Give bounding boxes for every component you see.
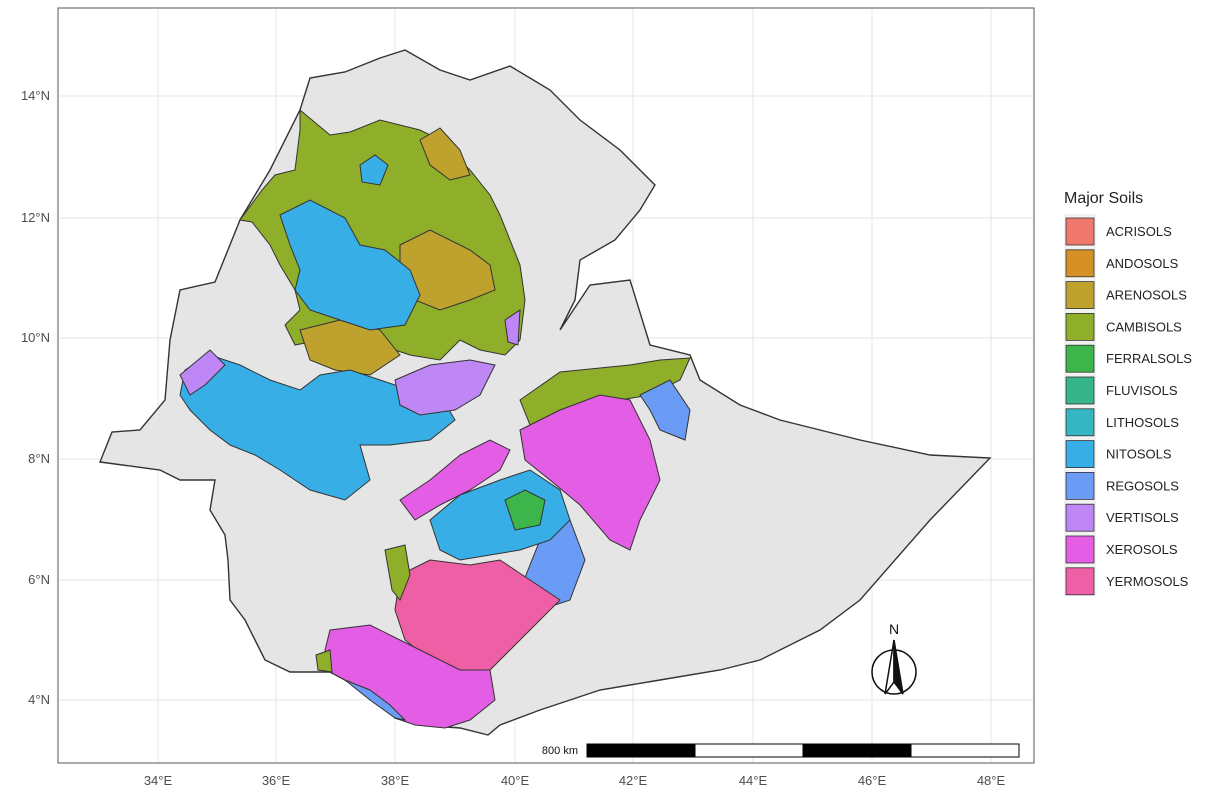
- x-tick-label: 42°E: [619, 773, 648, 788]
- legend-swatch-lithosols: [1065, 408, 1095, 437]
- y-tick-label: 4°N: [28, 692, 50, 707]
- x-tick-label: 38°E: [381, 773, 410, 788]
- y-tick-label: 12°N: [21, 210, 50, 225]
- nitosols-small: [359, 154, 389, 186]
- nitosols-south: [429, 469, 571, 561]
- legend-label-ferralsols: FERRALSOLS: [1106, 351, 1192, 366]
- legend-label-vertisols: VERTISOLS: [1106, 510, 1179, 525]
- y-tick-label: 14°N: [21, 88, 50, 103]
- legend-label-nitosols: NITOSOLS: [1106, 447, 1172, 462]
- x-tick-label: 40°E: [501, 773, 530, 788]
- x-tick-label: 44°E: [739, 773, 768, 788]
- legend: Major Soils ACRISOLS ANDOSOLS ARENOSOLS CAM…: [1064, 190, 1192, 596]
- ferralsols-patch: [504, 489, 546, 531]
- legend-swatch-regosols: [1065, 471, 1095, 500]
- xerosols-east: [399, 394, 661, 551]
- legend-label-acrisols: ACRISOLS: [1106, 224, 1172, 239]
- x-tick-label: 48°E: [977, 773, 1006, 788]
- xerosols-south: [324, 624, 496, 729]
- legend-title: Major Soils: [1064, 190, 1143, 207]
- soil-regions: [179, 108, 691, 729]
- north-label: N: [889, 621, 899, 637]
- x-tick-label: 34°E: [144, 773, 173, 788]
- scale-bar: 800 km: [542, 743, 1020, 758]
- legend-swatch-acrisols: [1065, 217, 1095, 246]
- yermosols-south: [394, 559, 561, 673]
- legend-label-lithosols: LITHOSOLS: [1106, 415, 1179, 430]
- y-axis: 14°N 12°N 10°N 8°N 6°N 4°N: [21, 88, 50, 707]
- scale-bar-label: 800 km: [542, 745, 578, 757]
- legend-key-background: [1064, 214, 1096, 596]
- legend-swatch-andosols: [1065, 249, 1095, 278]
- legend-label-regosols: REGOSOLS: [1106, 478, 1179, 493]
- legend-label-andosols: ANDOSOLS: [1106, 256, 1179, 271]
- x-tick-label: 36°E: [262, 773, 291, 788]
- x-tick-label: 46°E: [858, 773, 887, 788]
- nitosols-central: [179, 199, 456, 501]
- y-tick-label: 10°N: [21, 330, 50, 345]
- legend-swatch-vertisols: [1065, 503, 1095, 532]
- legend-label-fluvisols: FLUVISOLS: [1106, 383, 1178, 398]
- y-tick-label: 6°N: [28, 572, 50, 587]
- legend-items: ACRISOLS ANDOSOLS ARENOSOLS CAMBISOLS FERRAL…: [1065, 217, 1192, 596]
- legend-swatch-fluvisols: [1065, 376, 1095, 405]
- legend-label-xerosols: XEROSOLS: [1106, 542, 1178, 557]
- x-axis: 34°E 36°E 38°E 40°E 42°E 44°E 46°E 48°E: [144, 773, 1006, 788]
- legend-label-yermosols: YERMOSOLS: [1106, 574, 1189, 589]
- legend-label-arenosols: ARENOSOLS: [1106, 288, 1187, 303]
- y-tick-label: 8°N: [28, 451, 50, 466]
- regosols-south: [344, 679, 407, 721]
- legend-label-cambisols: CAMBISOLS: [1106, 319, 1182, 334]
- legend-swatch-yermosols: [1065, 567, 1095, 596]
- legend-swatch-ferralsols: [1065, 344, 1095, 373]
- legend-swatch-arenosols: [1065, 281, 1095, 310]
- legend-swatch-cambisols: [1065, 312, 1095, 341]
- legend-swatch-nitosols: [1065, 440, 1095, 469]
- legend-swatch-xerosols: [1065, 535, 1095, 564]
- vertisols-patches: [179, 309, 521, 416]
- north-arrow-icon: N: [871, 621, 917, 695]
- cambisols-southwest: [315, 544, 411, 673]
